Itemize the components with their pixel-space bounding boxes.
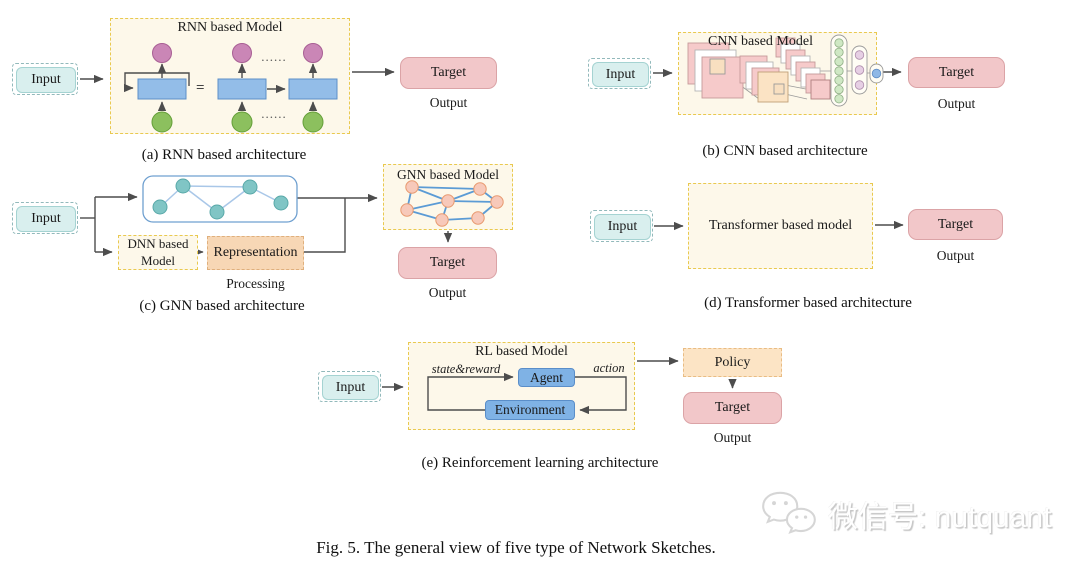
input-box-e: Input bbox=[318, 371, 381, 402]
cnn-feature-stack-1 bbox=[687, 42, 744, 99]
output-label-c: Output bbox=[428, 285, 467, 300]
rnn-model-title: RNN based Model bbox=[177, 20, 283, 35]
input-box-c: Input bbox=[12, 202, 78, 234]
rnn-recurrent-loop bbox=[123, 72, 190, 93]
rnn-input-node-1 bbox=[151, 111, 173, 133]
input-label-e: Input bbox=[322, 375, 379, 400]
rnn-cell-3 bbox=[288, 78, 338, 100]
cnn-kernel-1 bbox=[709, 58, 726, 75]
input-label-c: Input bbox=[16, 206, 76, 232]
dnn-label-line2: Model bbox=[141, 252, 175, 268]
input-label-d: Input bbox=[594, 214, 651, 240]
rnn-output-node-3 bbox=[303, 43, 323, 63]
input-box-b: Input bbox=[588, 58, 651, 89]
dnn-model-box: DNN based Model bbox=[118, 235, 198, 270]
input-box-a: Input bbox=[12, 63, 78, 95]
cnn-kernel-2 bbox=[773, 83, 785, 95]
target-box-d: Target bbox=[908, 209, 1003, 240]
cnn-model-title: CNN based Model bbox=[708, 34, 813, 49]
cnn-feature-stack-2 bbox=[739, 55, 789, 103]
target-box-c: Target bbox=[398, 247, 497, 279]
processing-label: Processing bbox=[226, 276, 285, 291]
wechat-icon bbox=[762, 491, 816, 534]
rnn-graphics bbox=[80, 63, 395, 112]
figure-caption: Fig. 5. The general view of five type of… bbox=[316, 538, 716, 557]
rnn-output-node-1 bbox=[152, 43, 172, 63]
rnn-input-node-3 bbox=[302, 111, 324, 133]
input-box-d: Input bbox=[590, 210, 653, 242]
transformer-model-label: Transformer based model bbox=[708, 218, 853, 233]
rnn-cell-2 bbox=[217, 78, 267, 100]
watermark: 微信号: nutquant bbox=[758, 488, 1078, 540]
gnn-model-nodes bbox=[400, 180, 504, 227]
rl-loop-action bbox=[573, 376, 627, 415]
representation-box: Representation bbox=[207, 236, 304, 270]
ellipsis-top: ...... bbox=[261, 49, 287, 64]
agent-box: Agent bbox=[518, 368, 575, 387]
rnn-output-node-2 bbox=[232, 43, 252, 63]
output-label-b: Output bbox=[937, 96, 976, 111]
target-box-a: Target bbox=[400, 57, 497, 89]
equals-sign: = bbox=[196, 80, 205, 96]
caption-b: (b) CNN based architecture bbox=[702, 143, 868, 159]
ellipsis-bottom: ...... bbox=[261, 106, 287, 121]
rnn-input-node-2 bbox=[231, 111, 253, 133]
caption-c: (c) GNN based architecture bbox=[139, 298, 305, 314]
dnn-label-line1: DNN based bbox=[127, 236, 189, 252]
output-label-e: Output bbox=[713, 430, 752, 445]
transformer-model-panel bbox=[688, 183, 873, 269]
action-label: action bbox=[593, 361, 625, 375]
rl-graphics bbox=[382, 356, 737, 415]
cnn-feature-stack-3 bbox=[775, 37, 831, 100]
target-box-e: Target bbox=[683, 392, 782, 424]
gnn-graphics bbox=[80, 175, 504, 257]
target-box-b: Target bbox=[908, 57, 1005, 88]
policy-box: Policy bbox=[683, 348, 782, 377]
rnn-cells bbox=[137, 43, 338, 133]
environment-box: Environment bbox=[485, 400, 575, 420]
caption-a: (a) RNN based architecture bbox=[141, 147, 307, 163]
input-label-a: Input bbox=[16, 67, 76, 93]
rnn-cell-1 bbox=[137, 78, 187, 100]
gnn-model-title: GNN based Model bbox=[397, 167, 499, 182]
input-graph-nodes bbox=[152, 178, 289, 220]
state-reward-label: state&reward bbox=[431, 362, 501, 376]
cnn-graphics bbox=[653, 34, 902, 107]
input-label-b: Input bbox=[592, 62, 649, 87]
watermark-text: 微信号: nutquant bbox=[828, 501, 1052, 534]
caption-e: (e) Reinforcement learning architecture bbox=[421, 455, 659, 471]
transformer-graphics bbox=[654, 220, 904, 231]
rl-model-title: RL based Model bbox=[475, 344, 568, 359]
cnn-dense-layers bbox=[830, 34, 884, 107]
cnn-output-neuron bbox=[871, 68, 882, 79]
caption-d: (d) Transformer based architecture bbox=[704, 295, 912, 311]
output-label-d: Output bbox=[936, 248, 975, 263]
merge-line bbox=[304, 198, 346, 253]
rl-loop-state-reward bbox=[427, 372, 514, 411]
output-label-a: Output bbox=[429, 95, 468, 110]
